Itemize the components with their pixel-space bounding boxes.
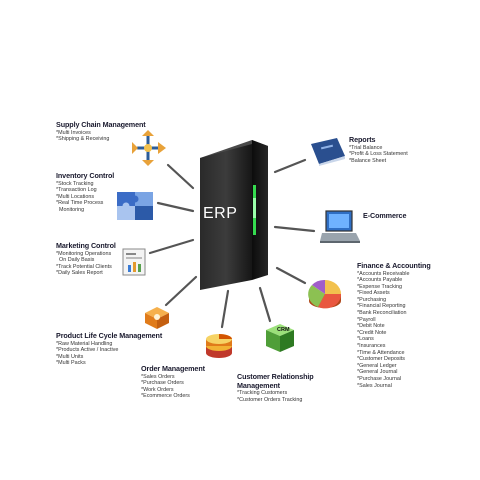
- module-title: Inventory Control: [56, 171, 115, 180]
- list-item: Profit & Loss Statement: [349, 151, 408, 158]
- erp-label: ERP: [203, 205, 238, 222]
- list-item: Accounts Receivable: [357, 271, 431, 278]
- list-item: General Ledger: [357, 363, 431, 370]
- crm-icon-label: CRM: [277, 327, 290, 333]
- list-item: Stock Tracking: [56, 181, 114, 188]
- list-item: Sales Journal: [357, 383, 431, 390]
- reports-book-icon: [311, 138, 345, 166]
- list-item: Transaction Log: [56, 187, 114, 194]
- list-item: Ecommerce Orders: [141, 393, 205, 400]
- connector-inventory: [156, 201, 195, 213]
- document-chart-icon: [122, 248, 146, 276]
- module-title: E-Commerce: [363, 211, 407, 220]
- list-item: Balance Sheet: [349, 158, 408, 165]
- list-item: Time & Attendance: [357, 350, 431, 357]
- order-stack-icon: [206, 334, 232, 358]
- list-item: On Daily Basis: [59, 257, 95, 264]
- laptop-icon: [320, 210, 360, 243]
- list-item: Sales Orders: [141, 374, 205, 381]
- module-product-lifecycle: Product Life Cycle Management Raw Materi…: [56, 331, 163, 367]
- connector-reports: [273, 158, 307, 174]
- connector-order: [220, 289, 230, 329]
- list-item: Tracking Customers: [237, 390, 314, 397]
- list-item: Trial Balance: [349, 145, 408, 152]
- module-finance: Finance & Accounting Accounts Receivable…: [357, 261, 431, 390]
- list-item: Financial Reporting: [357, 303, 431, 310]
- list-item: Customer Orders Tracking: [237, 397, 314, 404]
- list-item: Purchase Orders: [141, 380, 205, 387]
- module-title: Order Management: [141, 364, 205, 373]
- list-item: Daily Sales Report: [56, 270, 116, 277]
- list-item: Payroll: [357, 317, 431, 324]
- list-item: Monitoring Operations: [56, 251, 116, 258]
- module-marketing: Marketing Control Monitoring Operations …: [56, 241, 116, 277]
- list-item: Multi Locations: [56, 194, 114, 201]
- list-item: Monitoring: [59, 206, 85, 213]
- connector-crm: [258, 286, 272, 323]
- module-title: Marketing Control: [56, 241, 116, 250]
- module-order-management: Order Management Sales Orders Purchase O…: [141, 364, 205, 400]
- list-item: Purchasing: [357, 297, 431, 304]
- connector-plm: [164, 275, 198, 307]
- erp-server-icon: [200, 140, 268, 290]
- list-item: Multi Invoices: [56, 130, 146, 137]
- list-item: Work Orders: [141, 387, 205, 394]
- list-item: General Journal: [357, 369, 431, 376]
- list-item: Real Time Process: [56, 200, 114, 207]
- list-item: Products Active / Inactive: [56, 347, 162, 354]
- list-item: Multi Units: [56, 354, 162, 361]
- puzzle-icon: [117, 192, 153, 220]
- list-item: Purchase Journal: [357, 376, 431, 383]
- module-title: Supply Chain Management: [56, 120, 146, 129]
- list-item: Credit Note: [357, 330, 431, 337]
- list-item: Expense Tracking: [357, 284, 431, 291]
- connector-marketing: [148, 238, 195, 255]
- list-item: Accounts Payable: [357, 277, 431, 284]
- list-item: Insurances: [357, 343, 431, 350]
- module-title-line-2: Management: [237, 380, 280, 390]
- list-item: Customer Deposits: [357, 356, 431, 363]
- list-item: Debit Note: [357, 323, 431, 330]
- list-item: Loans: [357, 336, 431, 343]
- product-box-icon: [145, 307, 169, 329]
- module-title: Product Life Cycle Management: [56, 331, 163, 340]
- module-supply-chain: Supply Chain Management Multi Invoices S…: [56, 120, 146, 143]
- list-item: Fixed Assets: [357, 290, 431, 297]
- supply-chain-arrows-icon: [132, 130, 166, 166]
- list-item: Raw Material Handling: [56, 341, 162, 348]
- module-crm: Customer Relationship Management Trackin…: [237, 372, 314, 404]
- module-title: Customer Relationship: [237, 372, 314, 381]
- connector-finance: [275, 266, 307, 285]
- list-item: Track Potential Clients: [56, 264, 116, 271]
- module-reports: Reports Trial Balance Profit & Loss Stat…: [349, 135, 408, 165]
- crm-cube-icon: [266, 324, 294, 352]
- list-item: Bank Reconciliation: [357, 310, 431, 317]
- module-inventory: Inventory Control Stock Tracking Transac…: [56, 171, 115, 213]
- module-ecommerce: E-Commerce: [363, 211, 407, 221]
- connector-ecommerce: [273, 225, 316, 233]
- module-title: Finance & Accounting: [357, 261, 431, 270]
- connector-scm: [166, 163, 195, 190]
- list-item: Multi Packs: [56, 360, 162, 367]
- module-title: Reports: [349, 135, 376, 144]
- pie-chart-icon: [308, 279, 342, 309]
- list-item: Shipping & Receiving: [56, 136, 146, 143]
